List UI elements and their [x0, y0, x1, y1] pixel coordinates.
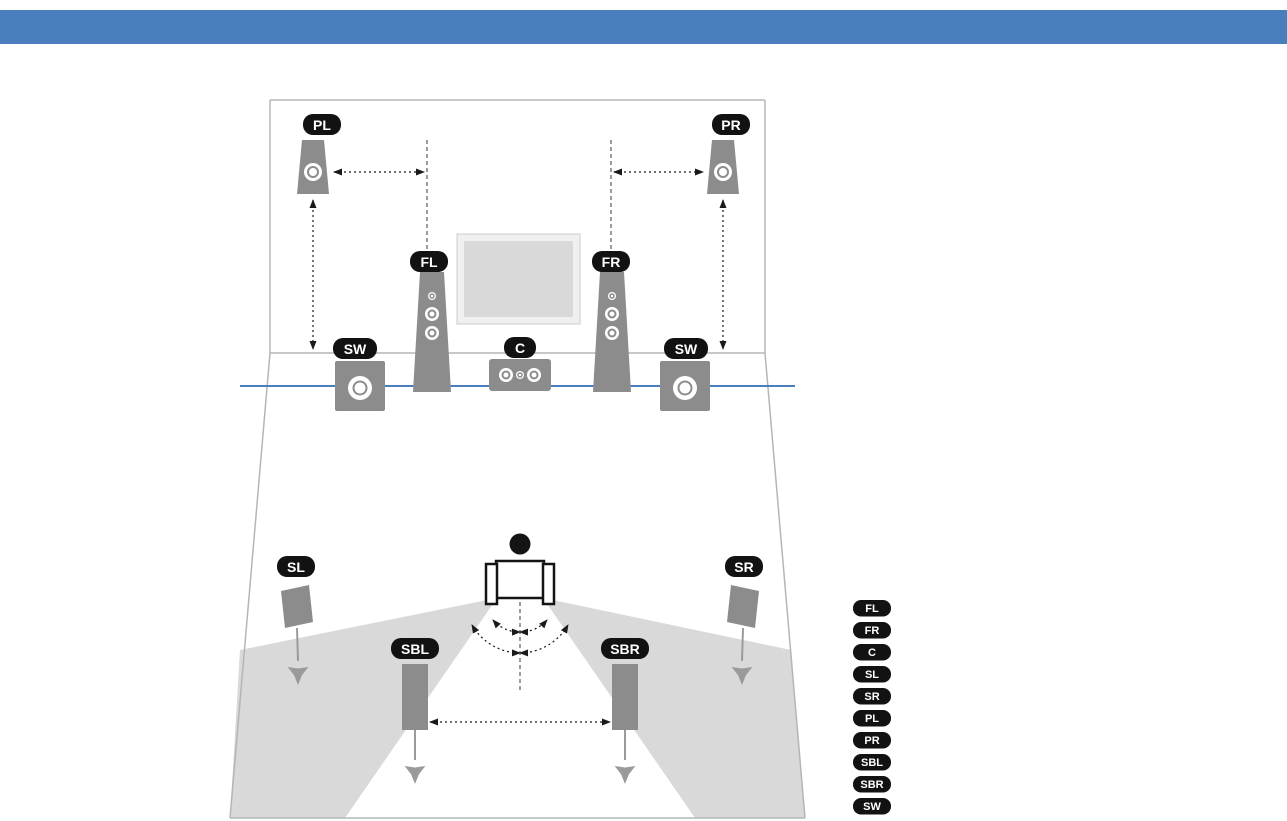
legend-item-sbr-label: SBR	[860, 779, 883, 791]
legend-item-fl-label: FL	[865, 603, 879, 615]
speaker-badge-sw-right: SW	[664, 338, 708, 359]
legend-item-sr: SR	[853, 688, 891, 705]
speaker-badge-pl-label: PL	[313, 117, 331, 133]
tv	[456, 233, 581, 325]
speaker-badge-sbr: SBR	[601, 638, 649, 659]
legend-item-pr-label: PR	[864, 735, 879, 747]
surround-right-speaker	[727, 585, 759, 685]
listening-position	[484, 533, 556, 606]
legend-item-pl: PL	[853, 710, 891, 727]
legend-item-sw-label: SW	[863, 801, 881, 813]
surround-angle-arcs	[471, 619, 569, 657]
speaker-badge-sl: SL	[277, 556, 315, 577]
legend-item-fr: FR	[853, 622, 891, 639]
legend-item-sbr: SBR	[853, 776, 891, 793]
subwoofer-left	[335, 361, 385, 411]
speaker-badge-fl: FL	[410, 251, 448, 272]
room-outline	[229, 99, 806, 819]
speaker-badge-c: C	[504, 337, 536, 358]
center-speaker	[489, 359, 551, 391]
speaker-badge-sbr-label: SBR	[610, 641, 640, 657]
surround-back-left-speaker	[402, 664, 428, 784]
front-left-speaker	[413, 272, 451, 392]
legend: FL FR C SL SR PL	[853, 600, 891, 815]
speaker-badge-fr: FR	[592, 251, 630, 272]
left-surround-beam	[230, 598, 497, 818]
legend-item-pl-label: PL	[865, 713, 879, 725]
surround-left-speaker	[281, 585, 313, 685]
legend-item-sbl: SBL	[853, 754, 891, 771]
speaker-badge-sbl: SBL	[391, 638, 439, 659]
speaker-badge-sw-left: SW	[333, 338, 377, 359]
speaker-badge-fl-label: FL	[420, 254, 438, 270]
speaker-badge-sl-label: SL	[287, 559, 305, 575]
legend-item-fl: FL	[853, 600, 891, 617]
surround-back-right-speaker	[612, 664, 638, 784]
legend-item-sw: SW	[853, 798, 891, 815]
legend-item-c: C	[853, 644, 891, 661]
header-bar	[0, 10, 1287, 44]
legend-item-fr-label: FR	[865, 625, 880, 637]
speaker-badge-pr: PR	[712, 114, 750, 135]
speaker-badge-pl: PL	[303, 114, 341, 135]
speaker-badge-sw-left-label: SW	[344, 341, 367, 357]
legend-item-sr-label: SR	[864, 691, 879, 703]
legend-item-pr: PR	[853, 732, 891, 749]
subwoofer-right	[660, 361, 710, 411]
legend-item-sbl-label: SBL	[861, 757, 883, 769]
speaker-badge-sr-label: SR	[734, 559, 753, 575]
front-right-speaker	[593, 272, 631, 392]
legend-item-sl-label: SL	[865, 669, 879, 681]
legend-item-sl: SL	[853, 666, 891, 683]
speaker-badge-sbl-label: SBL	[401, 641, 429, 657]
speaker-badge-c-label: C	[515, 340, 525, 356]
listener-head-icon	[509, 533, 531, 555]
speaker-badge-pr-label: PR	[721, 117, 740, 133]
speaker-badge-sr: SR	[725, 556, 763, 577]
presence-right-speaker	[707, 140, 739, 194]
right-surround-beam	[543, 598, 805, 818]
speaker-badge-sw-right-label: SW	[675, 341, 698, 357]
speaker-badge-fr-label: FR	[602, 254, 621, 270]
legend-item-c-label: C	[868, 647, 876, 659]
presence-left-speaker	[297, 140, 329, 194]
